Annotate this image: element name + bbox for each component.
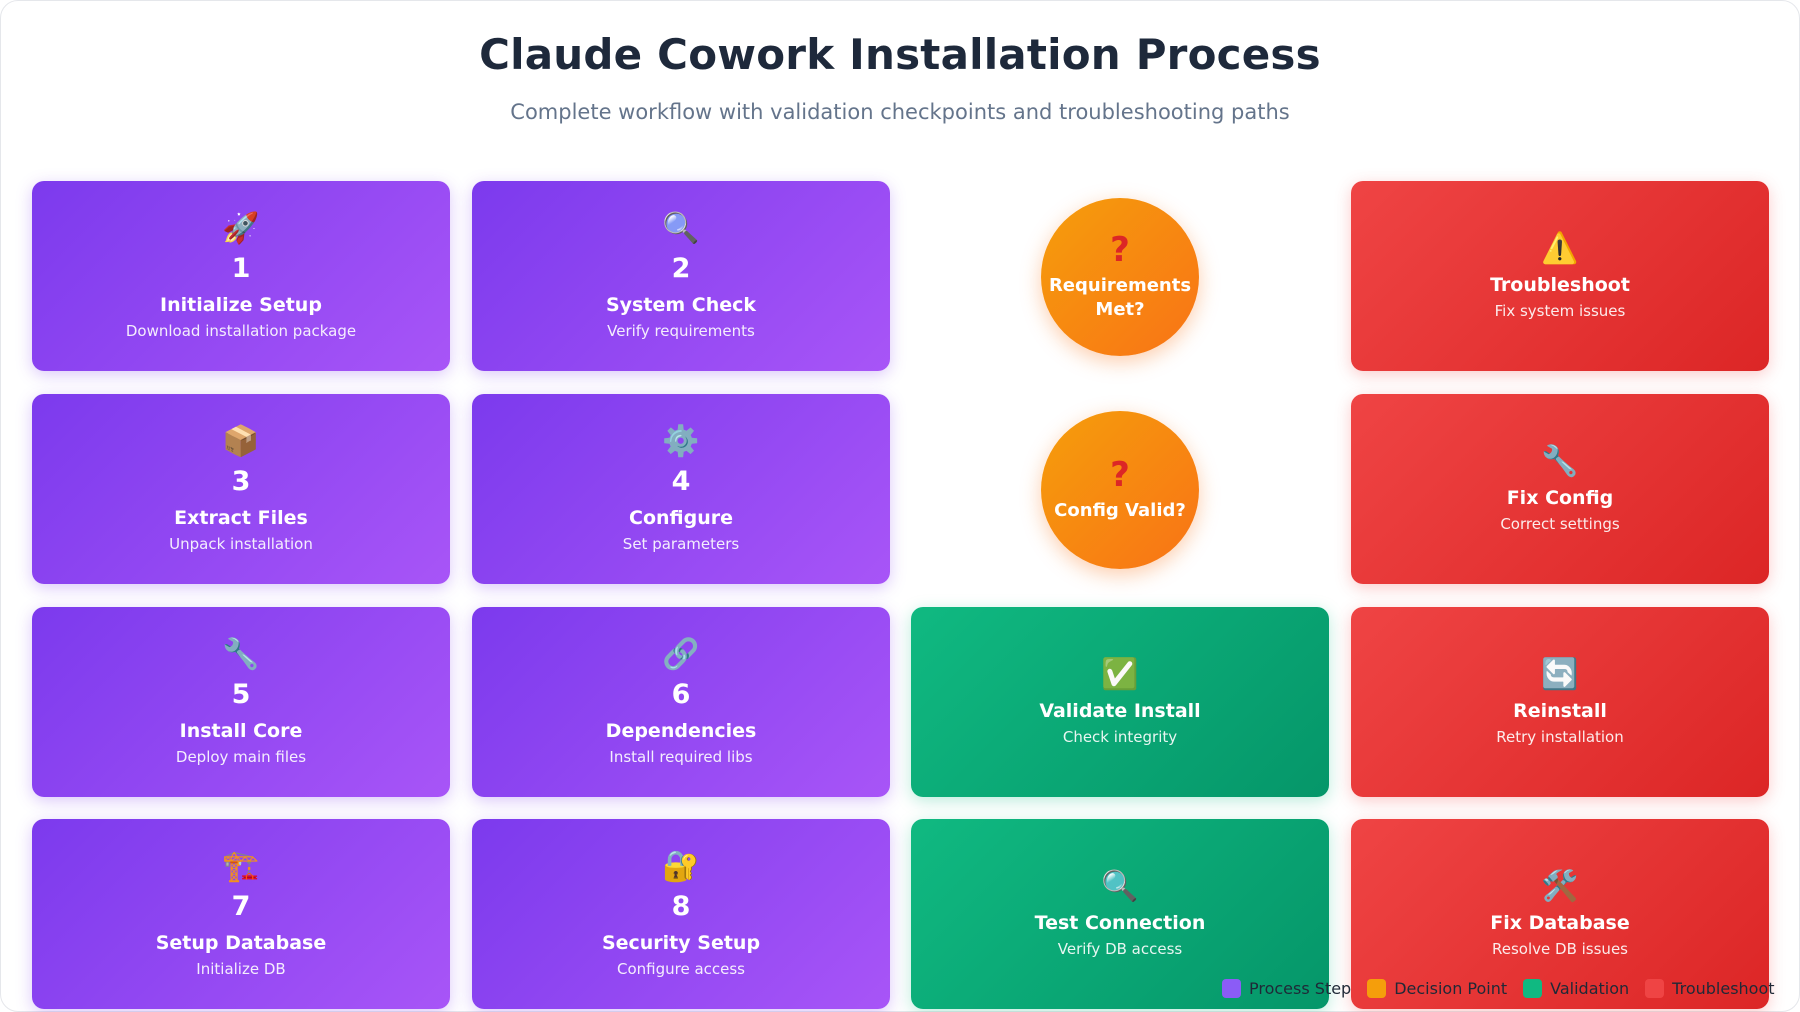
troubleshoot-description: Fix system issues <box>1494 302 1626 320</box>
step-label: Dependencies <box>605 720 757 742</box>
troubleshoot-label: Fix Config <box>1506 487 1614 509</box>
legend-swatch <box>1222 978 1241 998</box>
legend-label: Troubleshoot <box>1672 978 1775 998</box>
validation-label: Test Connection <box>1034 912 1206 934</box>
lock-icon: 🔐 <box>662 849 700 884</box>
legend-item-decision: Decision Point <box>1367 978 1508 998</box>
troubleshoot-label: Troubleshoot <box>1490 274 1630 296</box>
step-description: Download installation package <box>125 322 357 340</box>
decision-config-valid: ? Config Valid? <box>1041 411 1199 569</box>
legend-swatch <box>1523 978 1543 998</box>
wrench-icon: 🔧 <box>222 637 260 672</box>
legend-item-troubleshoot: Troubleshoot <box>1645 978 1775 998</box>
process-step-8: 🔐 8 Security Setup Configure access <box>472 819 890 1009</box>
step-description: Deploy main files <box>175 748 307 766</box>
package-icon: 📦 <box>222 424 260 459</box>
step-description: Configure access <box>616 960 745 978</box>
legend-item-validation: Validation <box>1523 978 1630 998</box>
step-number: 5 <box>231 679 251 710</box>
step-label: Extract Files <box>174 507 308 529</box>
process-step-5: 🔧 5 Install Core Deploy main files <box>32 607 450 797</box>
step-description: Initialize DB <box>196 960 286 978</box>
step-description: Set parameters <box>622 535 740 553</box>
validation-validate-install: ✅ Validate Install Check integrity <box>911 607 1329 797</box>
process-step-6: 🔗 6 Dependencies Install required libs <box>472 607 890 797</box>
troubleshoot-label: Fix Database <box>1490 912 1630 934</box>
troubleshoot-label: Reinstall <box>1513 700 1607 722</box>
step-label: Setup Database <box>155 932 327 954</box>
legend-swatch <box>1367 978 1387 998</box>
validation-description: Check integrity <box>1062 728 1178 746</box>
step-number: 8 <box>671 891 691 922</box>
legend-swatch <box>1645 978 1665 998</box>
process-step-1: 🚀 1 Initialize Setup Download installati… <box>32 181 450 371</box>
crane-icon: 🏗️ <box>222 849 260 884</box>
question-mark-icon: ? <box>1110 230 1130 270</box>
troubleshoot-fix-database: 🛠️ Fix Database Resolve DB issues <box>1351 819 1769 1009</box>
step-description: Verify requirements <box>607 322 755 340</box>
troubleshoot-description: Correct settings <box>1500 515 1620 533</box>
process-step-7: 🏗️ 7 Setup Database Initialize DB <box>32 819 450 1009</box>
tools-icon: 🛠️ <box>1541 869 1579 904</box>
gear-icon: ⚙️ <box>662 424 700 459</box>
legend-label: Validation <box>1550 978 1630 998</box>
troubleshoot-reinstall: 🔄 Reinstall Retry installation <box>1351 607 1769 797</box>
decision-label: Requirements Met? <box>1048 275 1192 320</box>
step-label: System Check <box>605 294 756 316</box>
legend-label: Decision Point <box>1394 978 1508 998</box>
step-number: 2 <box>671 253 691 284</box>
step-label: Install Core <box>179 720 303 742</box>
step-label: Initialize Setup <box>160 294 322 316</box>
refresh-icon: 🔄 <box>1541 657 1579 692</box>
rocket-icon: 🚀 <box>222 211 260 246</box>
step-number: 6 <box>671 679 691 710</box>
question-mark-icon: ? <box>1110 455 1130 495</box>
validation-description: Verify DB access <box>1057 940 1183 958</box>
legend-item-process: Process Step <box>1222 978 1352 998</box>
process-step-4: ⚙️ 4 Configure Set parameters <box>472 394 890 584</box>
step-number: 3 <box>231 466 251 497</box>
step-number: 1 <box>231 253 251 284</box>
step-number: 7 <box>231 891 251 922</box>
step-description: Unpack installation <box>169 535 313 553</box>
troubleshoot-description: Resolve DB issues <box>1492 940 1628 958</box>
page-subtitle: Complete workflow with validation checkp… <box>510 100 1290 124</box>
page-title: Claude Cowork Installation Process <box>479 30 1321 79</box>
troubleshoot-system: ⚠️ Troubleshoot Fix system issues <box>1351 181 1769 371</box>
legend: Process Step Decision Point Validation T… <box>1222 976 1775 1000</box>
link-icon: 🔗 <box>662 637 700 672</box>
step-number: 4 <box>671 466 691 497</box>
troubleshoot-description: Retry installation <box>1496 728 1624 746</box>
legend-label: Process Step <box>1249 978 1352 998</box>
magnifier-icon: 🔍 <box>662 211 700 246</box>
warning-icon: ⚠️ <box>1541 231 1579 266</box>
step-label: Security Setup <box>601 932 761 954</box>
troubleshoot-fix-config: 🔧 Fix Config Correct settings <box>1351 394 1769 584</box>
process-step-3: 📦 3 Extract Files Unpack installation <box>32 394 450 584</box>
wrench-icon: 🔧 <box>1541 444 1579 479</box>
step-description: Install required libs <box>609 748 753 766</box>
checkmark-icon: ✅ <box>1101 657 1139 692</box>
process-step-2: 🔍 2 System Check Verify requirements <box>472 181 890 371</box>
magnifier-icon: 🔍 <box>1101 869 1139 904</box>
decision-label: Config Valid? <box>1054 500 1186 521</box>
validation-label: Validate Install <box>1039 700 1201 722</box>
validation-test-connection: 🔍 Test Connection Verify DB access <box>911 819 1329 1009</box>
step-label: Configure <box>629 507 733 529</box>
decision-requirements-met: ? Requirements Met? <box>1041 198 1199 356</box>
